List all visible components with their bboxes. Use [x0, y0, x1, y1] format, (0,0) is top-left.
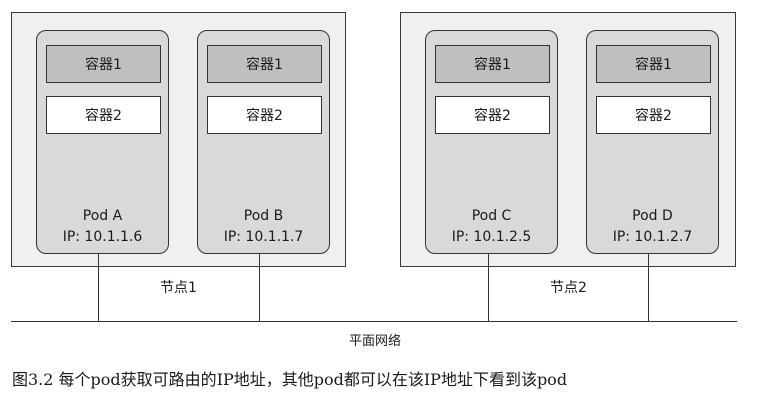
pod-c-ip: IP: 10.1.2.5	[451, 229, 532, 245]
pod-a-ip: IP: 10.1.1.6	[62, 229, 143, 245]
pod-d-container-2: 容器2	[596, 96, 711, 134]
node-1-label: 节点1	[160, 280, 197, 296]
pod-d-connector	[648, 254, 649, 322]
pod-c-container-1: 容器1	[435, 45, 550, 83]
pod-d-ip: IP: 10.1.2.7	[612, 229, 693, 245]
pod-b-container-1: 容器1	[207, 45, 322, 83]
pod-a-connector	[98, 254, 99, 322]
pod-c-connector	[488, 254, 489, 322]
pod-c: 容器1 容器2 Pod C IP: 10.1.2.5	[425, 30, 558, 254]
node-2-label: 节点2	[550, 280, 587, 296]
pod-c-container-2: 容器2	[435, 96, 550, 134]
pod-b: 容器1 容器2 Pod B IP: 10.1.1.7	[197, 30, 330, 254]
flat-network-line	[11, 321, 737, 322]
pod-a: 容器1 容器2 Pod A IP: 10.1.1.6	[36, 30, 169, 254]
pod-c-name: Pod C	[471, 208, 512, 224]
pod-d-name: Pod D	[632, 208, 673, 224]
figure-caption: 图3.2 每个pod获取可路由的IP地址，其他pod都可以在该IP地址下看到该p…	[12, 370, 568, 389]
pod-d-container-1: 容器1	[596, 45, 711, 83]
pod-d: 容器1 容器2 Pod D IP: 10.1.2.7	[586, 30, 719, 254]
pod-b-connector	[259, 254, 260, 322]
pod-a-container-1: 容器1	[46, 45, 161, 83]
pod-a-name: Pod A	[82, 208, 123, 224]
pod-b-name: Pod B	[243, 208, 284, 224]
pod-b-ip: IP: 10.1.1.7	[223, 229, 304, 245]
flat-network-label: 平面网络	[349, 334, 402, 349]
pod-b-container-2: 容器2	[207, 96, 322, 134]
pod-a-container-2: 容器2	[46, 96, 161, 134]
